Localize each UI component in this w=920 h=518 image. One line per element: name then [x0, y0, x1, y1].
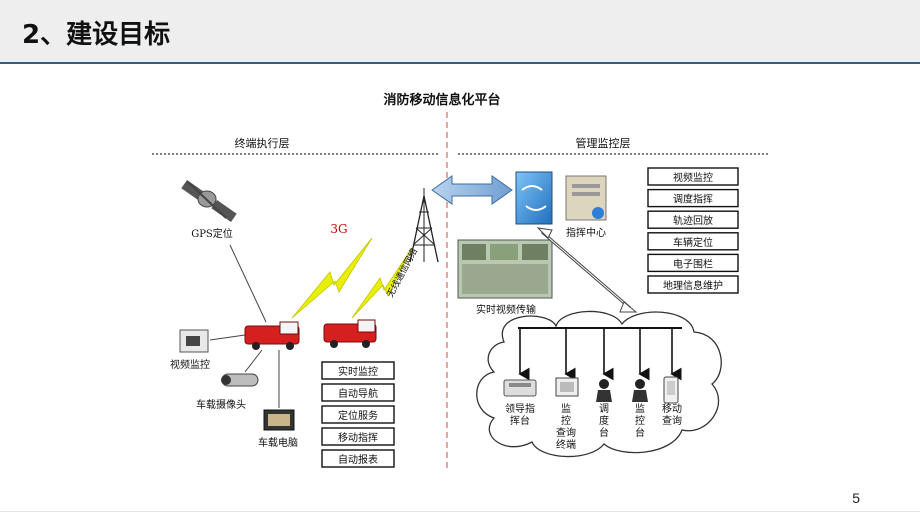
vehicle-function-box: [321, 361, 395, 380]
terminal-label: 监: [635, 402, 645, 415]
management-function-box: [647, 167, 739, 186]
management-function-label: 电子围栏: [673, 257, 713, 270]
video-camera-device-icon: [179, 329, 209, 353]
platform-title: 消防移动信息化平台: [383, 92, 500, 108]
tower-label: 无线通信网络: [384, 246, 420, 299]
terminal-label: 控: [561, 414, 571, 427]
terminal-label: 台: [599, 426, 609, 439]
management-function-label: 地理信息维护: [663, 279, 723, 292]
vehicle-function-label: 自动导航: [338, 387, 378, 400]
terminal-drops: [518, 328, 682, 381]
fire-truck-icon: [244, 321, 300, 350]
terminal-label: 查询: [662, 414, 682, 427]
footer-divider: [0, 511, 920, 512]
gps-label: GPS定位: [191, 227, 233, 240]
command-center-label: 指挥中心: [566, 226, 606, 239]
management-function-box: [647, 232, 739, 251]
title-bar: 2、建设目标: [0, 0, 920, 64]
management-function-label: 车辆定位: [673, 236, 713, 249]
terminal-label: 挥台: [510, 414, 530, 427]
vehicle-camera-label: 车载摄像头: [196, 398, 246, 411]
management-function-label: 调度指挥: [673, 193, 713, 206]
arrow-head: [536, 227, 553, 239]
vehicle-function-label: 实时监控: [338, 365, 378, 378]
vehicle-function-box: [321, 405, 395, 424]
terminal-label: 移动: [662, 402, 682, 415]
management-function-label: 轨迹回放: [673, 214, 713, 227]
wireless-signal-icon: [351, 247, 413, 319]
realtime-video-label: 实时视频传输: [476, 303, 536, 316]
server-icon: [565, 175, 607, 221]
video-monitor-label: 视频监控: [170, 358, 210, 371]
server-switch-icon: [515, 171, 553, 225]
cloud-network-shape: [476, 310, 722, 458]
dispatcher-person-icon: [596, 379, 612, 402]
vehicle-function-box: [321, 383, 395, 402]
video-wall-image: [457, 239, 553, 299]
vehicle-camera-icon: [221, 373, 259, 387]
page-number: 5: [852, 490, 860, 506]
gps-link: [229, 244, 267, 323]
terminal-label: 领导指: [505, 402, 535, 415]
link-arrow-inner: [541, 231, 631, 309]
vehicle-computer-label: 车载电脑: [258, 436, 298, 449]
video-link: [209, 334, 246, 341]
management-function-box: [647, 253, 739, 273]
network-label: 3G: [330, 222, 347, 236]
vehicle-function-label: 自动报表: [338, 453, 378, 466]
terminal-label: 查询: [556, 426, 576, 439]
vehicle-function-label: 定位服务: [338, 409, 378, 422]
communication-tower-icon: [409, 188, 439, 263]
right-section-label: 管理监控层: [576, 136, 631, 150]
terminal-label: 监: [561, 402, 571, 415]
terminal-label: 调: [599, 403, 609, 415]
monitor-terminal-icon: [555, 377, 579, 397]
camera-link: [244, 349, 263, 373]
management-function-box: [647, 210, 739, 229]
slide-title: 2、建设目标: [22, 20, 171, 50]
mobile-device-icon: [663, 376, 679, 404]
vehicle-function-label: 移动指挥: [338, 431, 378, 444]
vehicle-function-box: [321, 427, 395, 446]
management-function-box: [647, 188, 739, 208]
management-function-label: 视频监控: [673, 171, 713, 184]
management-function-box: [647, 275, 739, 294]
satellite-icon: [181, 180, 237, 222]
terminal-label: 度: [599, 414, 609, 427]
data-exchange-arrow-icon: [431, 175, 513, 205]
vehicle-computer-icon: [263, 409, 295, 431]
wireless-signal-icon: [291, 237, 373, 319]
vehicle-function-box: [321, 449, 395, 468]
terminal-label: 控: [635, 414, 645, 427]
terminal-label: 台: [635, 426, 645, 439]
monitor-person-icon: [632, 379, 648, 402]
arrow-head: [619, 301, 638, 313]
fire-truck-icon: [323, 319, 377, 348]
phone-console-icon: [503, 379, 537, 397]
left-section-label: 终端执行层: [235, 136, 290, 150]
terminal-label: 终端: [556, 438, 576, 451]
